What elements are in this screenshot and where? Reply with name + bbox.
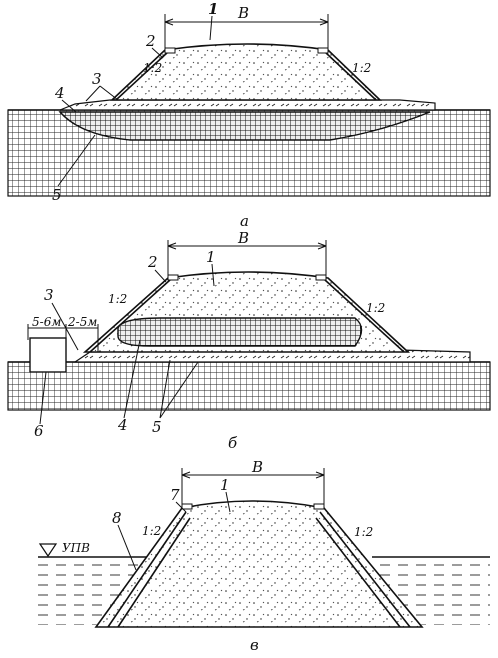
slope-protection-b (89, 279, 405, 353)
width-label-b: В (237, 229, 249, 247)
caption-a: а (240, 212, 249, 230)
slope-lining-v (107, 511, 411, 628)
figure-v: В 1 7 8 1:2 1:2 УПВ в (38, 458, 490, 654)
trench-b (29, 337, 67, 373)
figure-a: В 1 2 1:2 1:2 3 4 5 а (7, 0, 491, 230)
callout-a-1: 1 (208, 0, 218, 18)
callout-b-4: 4 (117, 416, 128, 434)
shoulder-right-v (313, 503, 325, 510)
callout-v-8: 8 (112, 509, 122, 527)
water-level-marker-v (38, 543, 58, 558)
dim-label-b-1: 5-6м (32, 315, 61, 329)
drainage-layer-b (73, 349, 471, 363)
slope-label-b-right: 1:2 (366, 301, 385, 315)
callout-b-2: 2 (147, 253, 158, 271)
slope-label-v-left: 1:2 (142, 524, 161, 538)
shoulder-left-a (164, 47, 176, 54)
width-dimension-v (181, 468, 325, 504)
callout-b-3: 3 (44, 286, 54, 304)
shoulder-left-b (167, 274, 179, 281)
width-label-v: В (251, 458, 263, 476)
width-label-a: В (237, 4, 249, 22)
shoulder-right-b (315, 274, 327, 281)
slope-label-v-right: 1:2 (354, 525, 373, 539)
slope-protection-a (115, 51, 377, 101)
replaced-zone-a (58, 111, 431, 141)
callout-a-5: 5 (52, 186, 62, 204)
callout-a-2: 2 (145, 32, 156, 50)
callout-a-3: 3 (92, 70, 102, 88)
callout-b-5: 5 (152, 418, 162, 436)
water-level-label-v: УПВ (62, 541, 90, 555)
figure-b: В 1 2 1:2 1:2 5-6м 2-5м 3 4 5 6 б (7, 229, 491, 452)
slope-label-b-left: 1:2 (108, 292, 127, 306)
callout-v-7: 7 (170, 486, 180, 504)
dim-label-b-2: 2-5м (67, 315, 97, 329)
callout-b-6: 6 (34, 422, 44, 440)
callout-v-1: 1 (220, 476, 230, 494)
slope-label-a-right: 1:2 (352, 61, 371, 75)
dewatering-zone-b (117, 317, 363, 347)
caption-b: б (228, 434, 238, 452)
callout-a-4: 4 (54, 84, 65, 102)
callout-b-1: 1 (206, 248, 216, 266)
shoulder-left-v (181, 503, 193, 510)
peat-layer-b (7, 361, 491, 411)
shoulder-right-a (317, 47, 329, 54)
slope-label-a-left: 1:2 (143, 61, 162, 75)
drainage-layer-a (59, 99, 436, 111)
trench-dimension-b (27, 324, 99, 352)
caption-v: в (250, 636, 259, 654)
width-dimension-a (164, 14, 329, 50)
